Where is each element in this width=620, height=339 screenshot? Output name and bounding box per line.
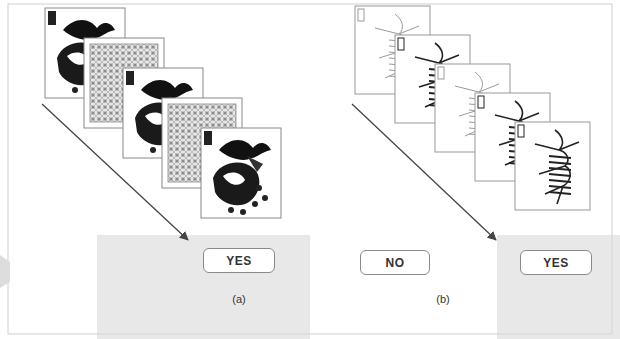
button-label: NO bbox=[386, 256, 405, 270]
card-figure bbox=[223, 173, 245, 185]
card-stripe bbox=[549, 156, 571, 158]
card-figure bbox=[219, 140, 271, 160]
shade-band bbox=[97, 235, 310, 339]
button-label: YES bbox=[543, 256, 569, 270]
response-button: YES bbox=[203, 248, 275, 273]
stimulus-card bbox=[515, 122, 590, 210]
stimulus-card bbox=[201, 128, 281, 218]
card-index bbox=[398, 38, 404, 50]
card-figure bbox=[213, 163, 259, 206]
card-dot bbox=[150, 147, 156, 153]
card-index bbox=[518, 125, 524, 137]
card-dot bbox=[228, 207, 234, 213]
card-index bbox=[126, 71, 134, 85]
shade-mark bbox=[0, 255, 10, 288]
button-label: YES bbox=[226, 254, 252, 268]
card-stripe bbox=[549, 186, 571, 188]
shade-band bbox=[497, 235, 620, 339]
card-stripe bbox=[549, 174, 571, 176]
card-dot bbox=[240, 209, 246, 215]
response-button: YES bbox=[520, 250, 592, 275]
card-figure bbox=[63, 20, 115, 40]
card-index bbox=[204, 131, 212, 145]
card-dot bbox=[252, 201, 258, 207]
card-index bbox=[438, 67, 444, 79]
card-edge bbox=[201, 128, 281, 218]
card-stripe bbox=[549, 180, 571, 182]
time-arrow bbox=[352, 104, 496, 240]
card-edge bbox=[515, 122, 590, 210]
card-stripe bbox=[549, 162, 571, 164]
card-index bbox=[478, 96, 484, 108]
card-index bbox=[358, 9, 364, 21]
card-stripe bbox=[549, 192, 571, 194]
time-arrow bbox=[42, 104, 188, 240]
card-dot bbox=[256, 185, 262, 191]
card-index bbox=[48, 11, 56, 25]
response-button: NO bbox=[360, 250, 430, 275]
panel-label: (b) bbox=[436, 293, 449, 305]
card-figure bbox=[535, 130, 579, 204]
card-dot bbox=[262, 195, 268, 201]
card-dot bbox=[72, 87, 78, 93]
card-stripe bbox=[549, 168, 571, 170]
card-figure bbox=[247, 156, 263, 172]
card-figure bbox=[141, 80, 193, 100]
panel-label: (a) bbox=[232, 293, 245, 305]
